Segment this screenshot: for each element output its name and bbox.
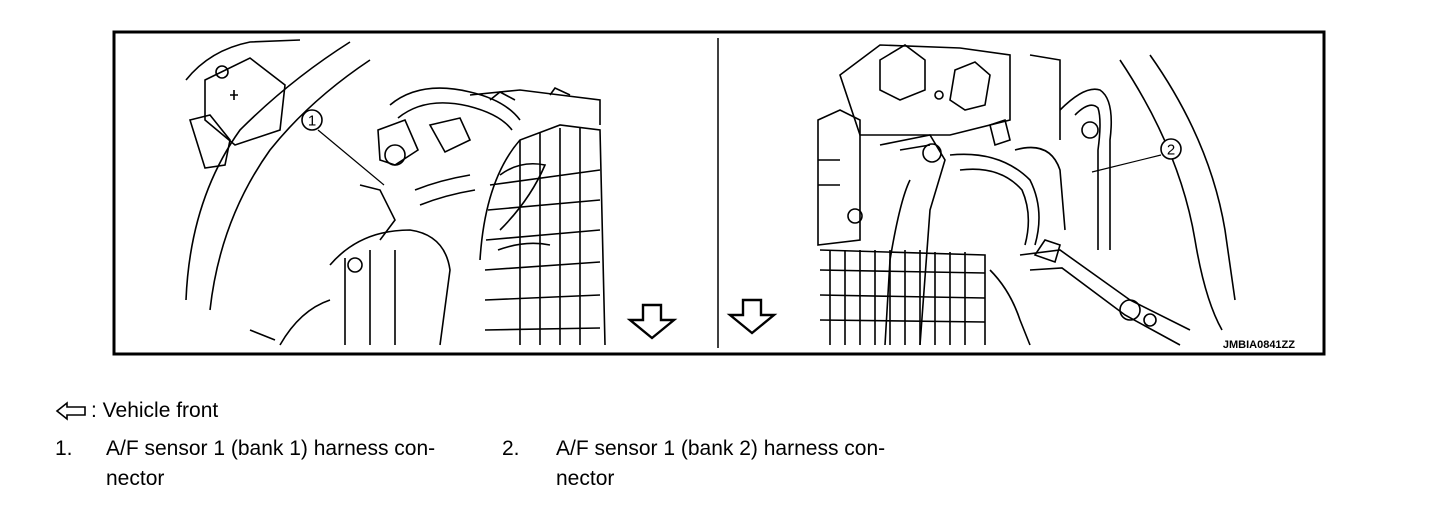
image-code: JMBIA0841ZZ xyxy=(1223,339,1295,351)
legend-item-1-text: A/F sensor 1 (bank 1) harness con- necto… xyxy=(106,434,435,494)
legend-item-1-number: 1. xyxy=(55,437,73,460)
hollow-arrow-left-icon xyxy=(55,401,86,421)
vehicle-front-arrow-icon-left xyxy=(626,303,678,340)
legend-item-2-line-1: A/F sensor 1 (bank 2) harness con- xyxy=(556,437,886,460)
figure-frame xyxy=(112,30,1326,356)
svg-text:1: 1 xyxy=(308,113,316,130)
left-panel-engine-drawing xyxy=(185,39,678,346)
legend-item-2-text: A/F sensor 1 (bank 2) harness con- necto… xyxy=(556,434,885,494)
vehicle-front-arrow-icon-right xyxy=(726,298,778,335)
legend-item-1-line-1: A/F sensor 1 (bank 1) harness con- xyxy=(106,437,436,460)
legend-item-2-number: 2. xyxy=(502,437,520,460)
callout-1: 1 xyxy=(301,109,385,186)
vehicle-front-label: : Vehicle front xyxy=(91,399,219,422)
legend-item-1-line-2: nector xyxy=(106,467,165,490)
legend-item-2-line-2: nector xyxy=(556,467,615,490)
callout-2: 2 xyxy=(1091,138,1182,173)
svg-text:2: 2 xyxy=(1167,142,1175,159)
right-panel-engine-drawing xyxy=(726,44,1236,346)
vehicle-front-note: : Vehicle front xyxy=(55,396,218,426)
